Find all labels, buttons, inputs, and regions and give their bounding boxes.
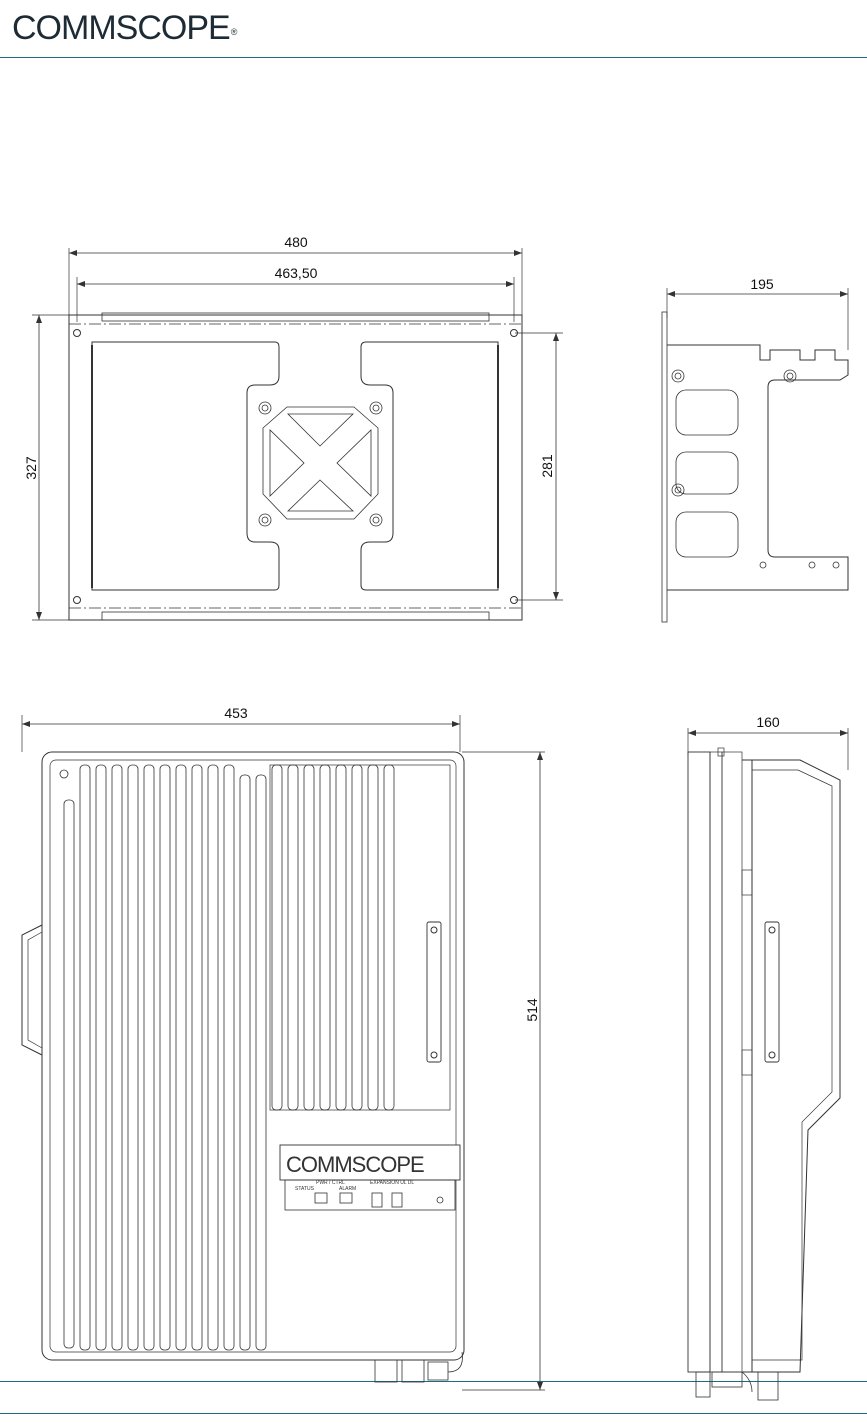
dim-327: 327 [23, 456, 39, 480]
dim-514: 514 [524, 998, 540, 1022]
dim-453: 453 [224, 705, 248, 721]
panel-logo: COMMSCOPE [286, 1152, 424, 1177]
port-label-alarm: ALARM [339, 1186, 356, 1192]
dim-480: 480 [284, 234, 308, 250]
mounting-plate-front-view: 480 463,50 327 281 [23, 234, 563, 620]
dim-160: 160 [756, 714, 780, 730]
mounting-plate-side-view: 195 [662, 276, 848, 622]
port-label-expansion: EXPANSION UL DL [370, 1180, 414, 1186]
unit-front-view: 453 514 [22, 705, 545, 1390]
unit-side-view: 160 [688, 714, 848, 1400]
dim-463-50: 463,50 [275, 265, 318, 281]
dim-281: 281 [539, 454, 555, 478]
port-label-status: STATUS [295, 1186, 315, 1192]
dim-195: 195 [750, 276, 774, 292]
